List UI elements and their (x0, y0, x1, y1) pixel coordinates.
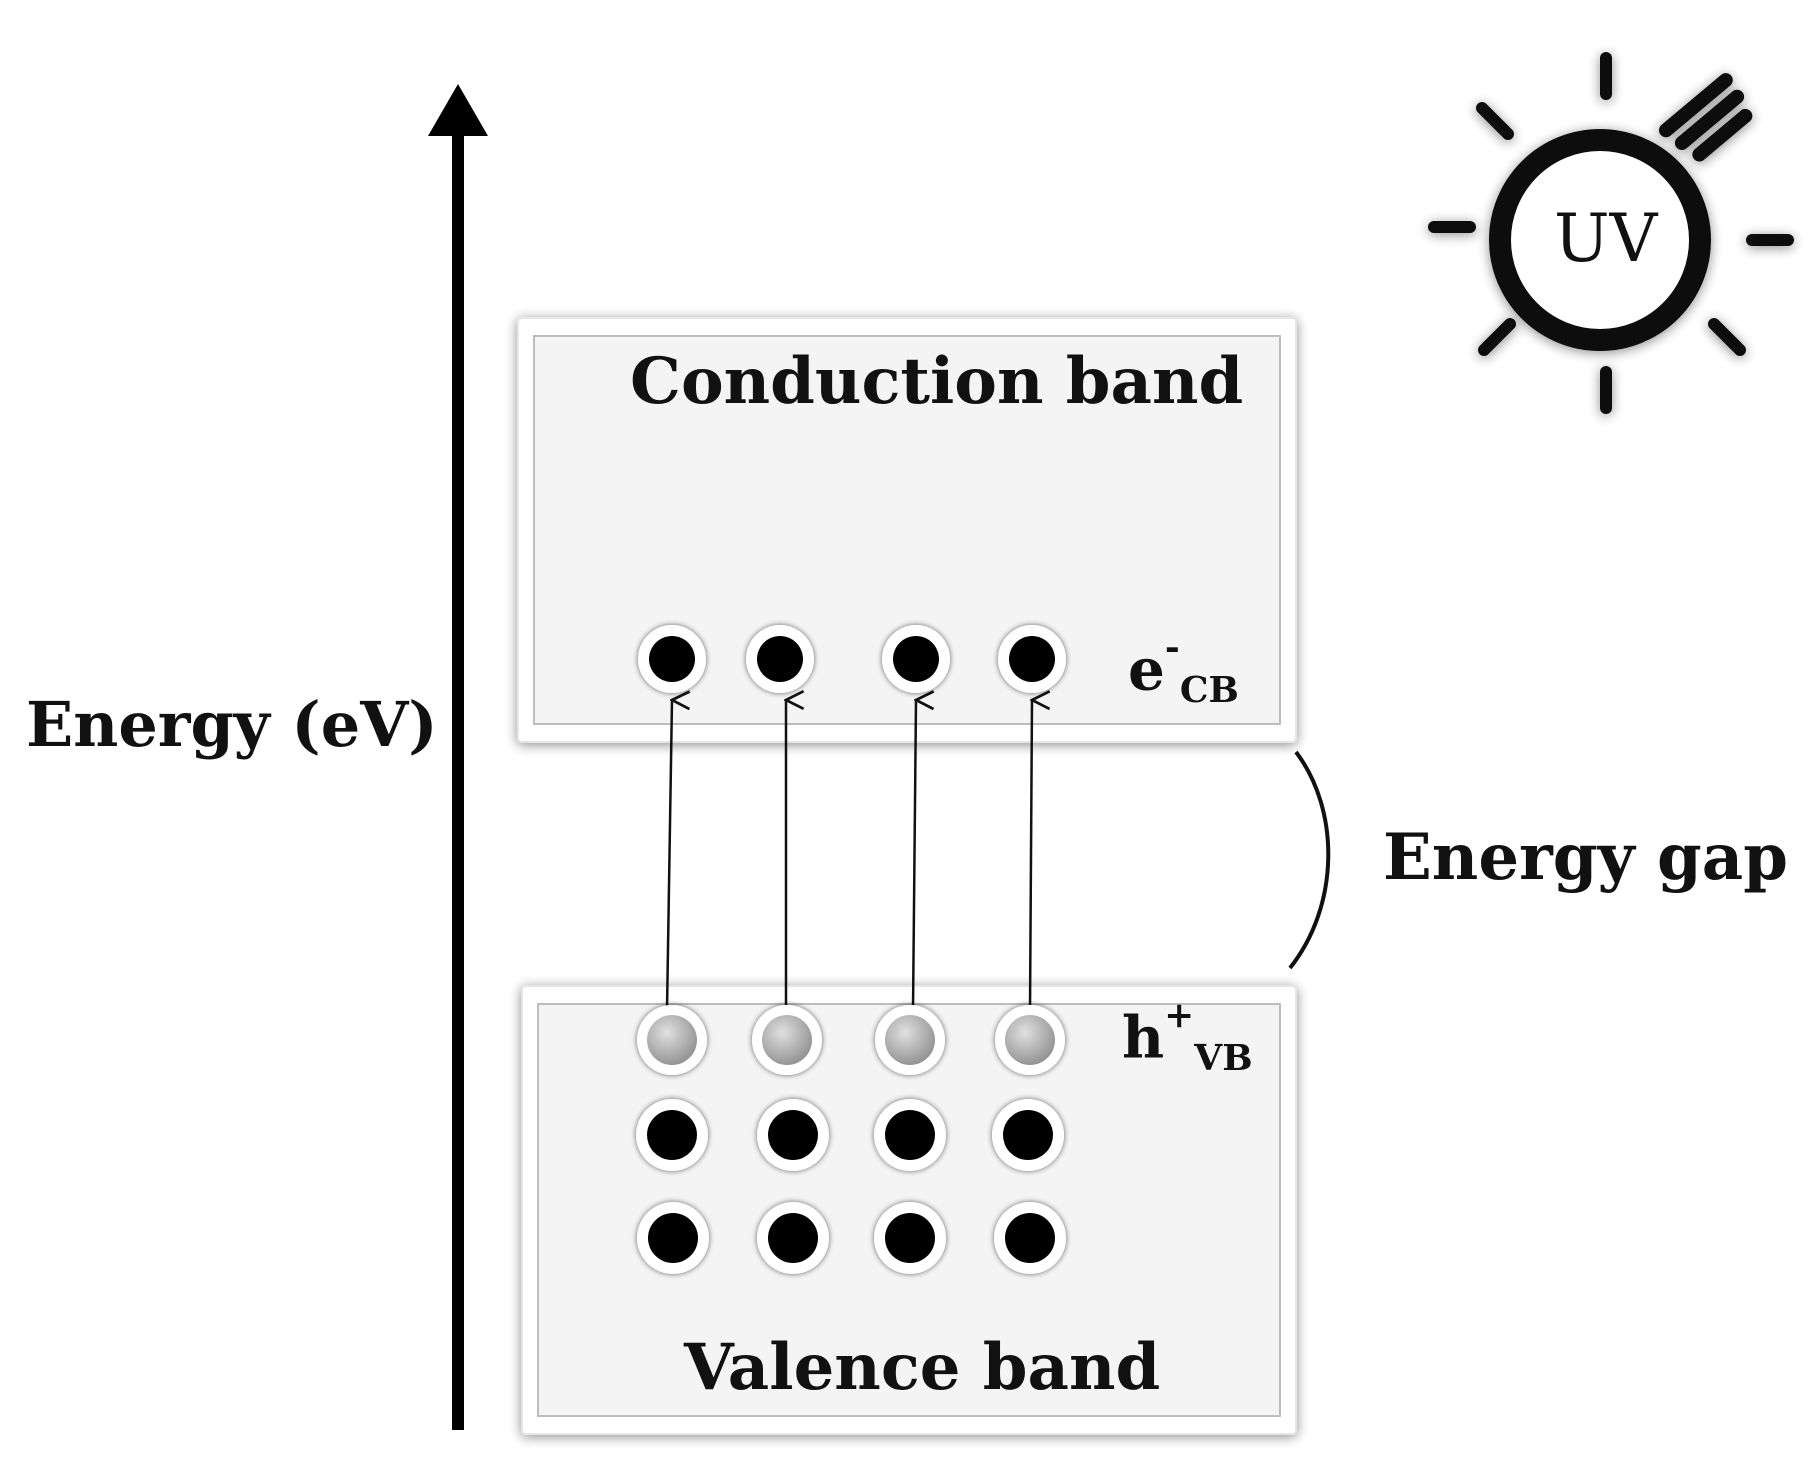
electron-cb-label: e-CB (1128, 629, 1239, 712)
energy-axis-arrowhead (428, 84, 488, 136)
hole-label-base: h (1122, 1003, 1165, 1072)
electron-particle-core (1003, 1110, 1053, 1160)
electron-particle-core (648, 1213, 698, 1263)
hole-particle-core (647, 1015, 697, 1065)
hole-particle-core (1005, 1015, 1055, 1065)
electron-particle-core (1009, 636, 1055, 682)
valence-band-label: Valence band (684, 1330, 1161, 1405)
electron-particle-core (768, 1110, 818, 1160)
excitation-arrows (665, 700, 1032, 1011)
electron-particle-core (885, 1110, 935, 1160)
valence-electrons (636, 1099, 1066, 1274)
excitation-arrow (665, 700, 672, 1011)
electron-particle-core (768, 1213, 818, 1263)
hole-particle-core (885, 1015, 935, 1065)
uv-lightbulb-icon (1428, 52, 1794, 414)
hole-particle-core (762, 1015, 812, 1065)
energy-axis-shaft (452, 118, 464, 1430)
electron-particle-core (893, 636, 939, 682)
hole-label-charge: + (1164, 994, 1195, 1036)
excitation-arrow (1028, 700, 1032, 1011)
energy-gap-label: Energy gap (1383, 820, 1788, 895)
conduction-band-label: Conduction band (630, 344, 1244, 419)
uv-label: UV (1554, 200, 1658, 277)
electron-label-base: e (1128, 635, 1165, 704)
electron-particle-core (647, 1110, 697, 1160)
energy-axis-label: Energy (eV) (26, 688, 438, 761)
energy-axis (428, 84, 488, 1430)
electron-label-band: CB (1179, 669, 1239, 712)
excited-electrons (638, 625, 1066, 693)
electron-label-charge: - (1164, 626, 1180, 668)
electron-particle-core (885, 1213, 935, 1263)
energy-gap-brace (1288, 750, 1331, 970)
electron-particle-core (649, 636, 695, 682)
valence-holes (637, 1005, 1065, 1075)
electron-particle-core (757, 636, 803, 682)
hole-vb-label: h+VB (1122, 997, 1253, 1080)
excitation-arrow (911, 700, 916, 1011)
electron-particle-core (1005, 1213, 1055, 1263)
hole-label-band: VB (1194, 1037, 1253, 1080)
